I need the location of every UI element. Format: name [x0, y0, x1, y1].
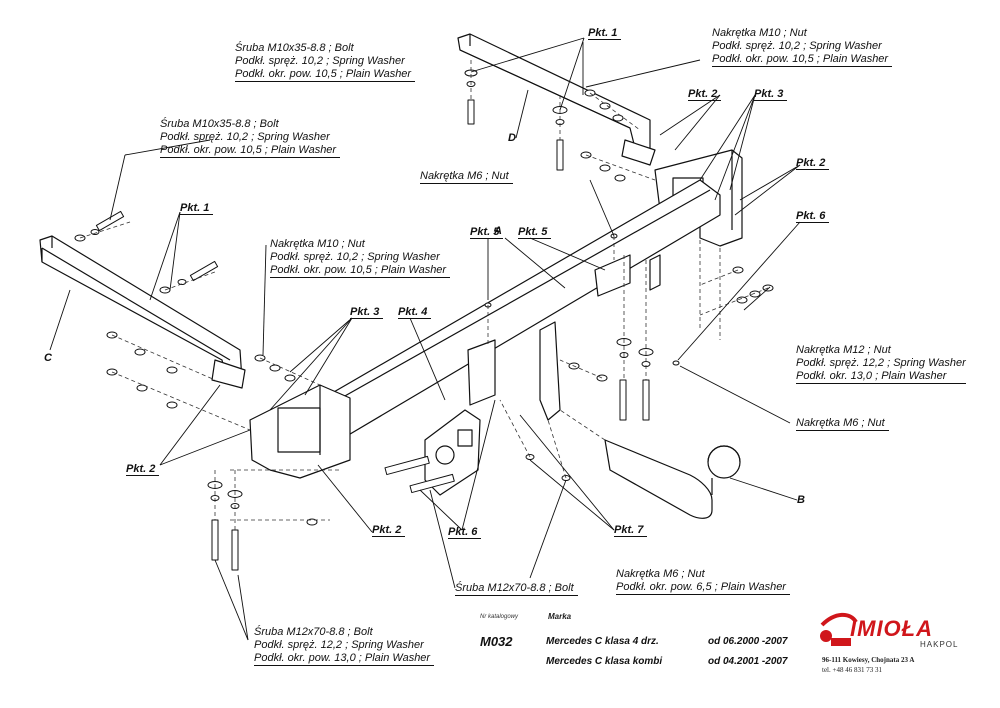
pkt-2-bottom: Pkt. 2 [372, 524, 406, 537]
callout-line: Podkł. okr. pow. 10,5 ; Plain Washer [235, 68, 416, 82]
tow-ball-b [604, 439, 741, 519]
callout-line: Podkł. spręż. 10,2 ; Spring Washer [160, 131, 330, 143]
logo-subtitle: HAKPOL [920, 640, 959, 649]
pkt-5-b: Pkt. 5 [518, 226, 552, 239]
callout-line: Podkł. okr. pow. 10,5 ; Plain Washer [270, 264, 451, 278]
model-row-2: Mercedes C klasa kombi [546, 656, 663, 667]
bolts [95, 99, 650, 571]
callout-line: Nakrętka M12 ; Nut [796, 344, 891, 356]
callout-nut-top-right: Nakrętka M10 ; Nut Podkł. spręż. 10,2 ; … [712, 27, 893, 67]
callout-line: Podkł. okr. pow. 6,5 ; Plain Washer [616, 581, 790, 595]
brand-header: Marka [548, 612, 572, 621]
callout-line: Nakrętka M6 ; Nut [616, 568, 705, 580]
callout-line: Podkł. spręż. 10,2 ; Spring Washer [712, 40, 882, 52]
pkt-6-right: Pkt. 6 [796, 210, 830, 223]
company-phone: tel. +48 46 831 73 31 [822, 666, 882, 674]
pkt-5-a: Pkt. 5 [470, 226, 504, 239]
callout-bolt-m12-bottom: Śruba M12x70-8.8 ; Bolt Podkł. spręż. 12… [254, 626, 435, 666]
callout-bolt-m12-mid: Śruba M12x70-8.8 ; Bolt [455, 582, 578, 596]
socket-plate [424, 409, 481, 496]
pkt-3-left: Pkt. 3 [350, 306, 384, 319]
callout-nut-m6-right: Nakrętka M6 ; Nut [796, 417, 889, 431]
callout-line: Podkł. okr. pow. 10,5 ; Plain Washer [712, 53, 893, 67]
pkt-4: Pkt. 4 [398, 306, 432, 319]
callout-line: Podkł. spręż. 12,2 ; Spring Washer [254, 639, 424, 651]
date-row-1: od 06.2000 -2007 [708, 636, 788, 647]
pkt-1-top: Pkt. 1 [588, 27, 622, 40]
pkt-3-top: Pkt. 3 [754, 88, 788, 101]
callout-line: Podkł. okr. pow. 13,0 ; Plain Washer [254, 652, 435, 666]
callout-line: Podkł. spręż. 10,2 ; Spring Washer [270, 251, 440, 263]
hanging-plates [467, 321, 561, 421]
catalog-number-header: Nr katalogowy [480, 614, 519, 620]
callout-line: Podkł. spręż. 10,2 ; Spring Washer [235, 55, 405, 67]
callout-line: Podkł. okr. pow. 10,5 ; Plain Washer [160, 144, 341, 158]
callout-line: Podkł. spręż. 12,2 ; Spring Washer [796, 357, 966, 369]
callout-bolt-left: Śruba M10x35-8.8 ; Bolt Podkł. spręż. 10… [160, 118, 341, 158]
company-address: 96-111 Kowiesy, Chojnata 23 A [822, 656, 915, 664]
callout-nut-mid: Nakrętka M10 ; Nut Podkł. spręż. 10,2 ; … [270, 238, 451, 278]
callout-line: Nakrętka M10 ; Nut [712, 27, 807, 39]
pkt-2-right: Pkt. 2 [796, 157, 830, 170]
callout-bolt-top: Śruba M10x35-8.8 ; Bolt Podkł. spręż. 10… [235, 42, 416, 82]
callout-line: Śruba M12x70-8.8 ; Bolt [254, 626, 373, 638]
callout-line: Nakrętka M10 ; Nut [270, 238, 365, 250]
model-row-1: Mercedes C klasa 4 drz. [546, 636, 659, 647]
logo-mark [820, 612, 858, 646]
pkt-7: Pkt. 7 [614, 524, 648, 537]
callout-line: Śruba M10x35-8.8 ; Bolt [160, 118, 279, 130]
pkt-2-left: Pkt. 2 [126, 463, 160, 476]
part-letter-a: A [494, 225, 502, 237]
callout-line: Podkł. okr. 13,0 ; Plain Washer [796, 370, 966, 384]
pkt-2-top: Pkt. 2 [688, 88, 722, 101]
pkt-1-left: Pkt. 1 [180, 202, 214, 215]
left-mount [249, 384, 351, 479]
callout-nut-m6-bottom: Nakrętka M6 ; Nut Podkł. okr. pow. 6,5 ;… [616, 568, 790, 595]
leader-lines [49, 37, 801, 641]
catalog-code: M032 [480, 634, 513, 649]
part-letter-b: B [797, 494, 805, 506]
part-letter-d: D [508, 132, 516, 144]
logo-wordmark: IMIOŁA [850, 616, 933, 641]
bracket-c [39, 235, 246, 389]
part-letter-c: C [44, 352, 52, 364]
pkt-6-bottom: Pkt. 6 [448, 526, 482, 539]
bracket-d [457, 33, 656, 166]
callout-nut-m12: Nakrętka M12 ; Nut Podkł. spręż. 12,2 ; … [796, 344, 966, 384]
callout-nut-m6-top: Nakrętka M6 ; Nut [420, 170, 513, 184]
alignment-lines [79, 60, 769, 530]
callout-line: Śruba M10x35-8.8 ; Bolt [235, 42, 354, 54]
date-row-2: od 04.2001 -2007 [708, 656, 788, 667]
